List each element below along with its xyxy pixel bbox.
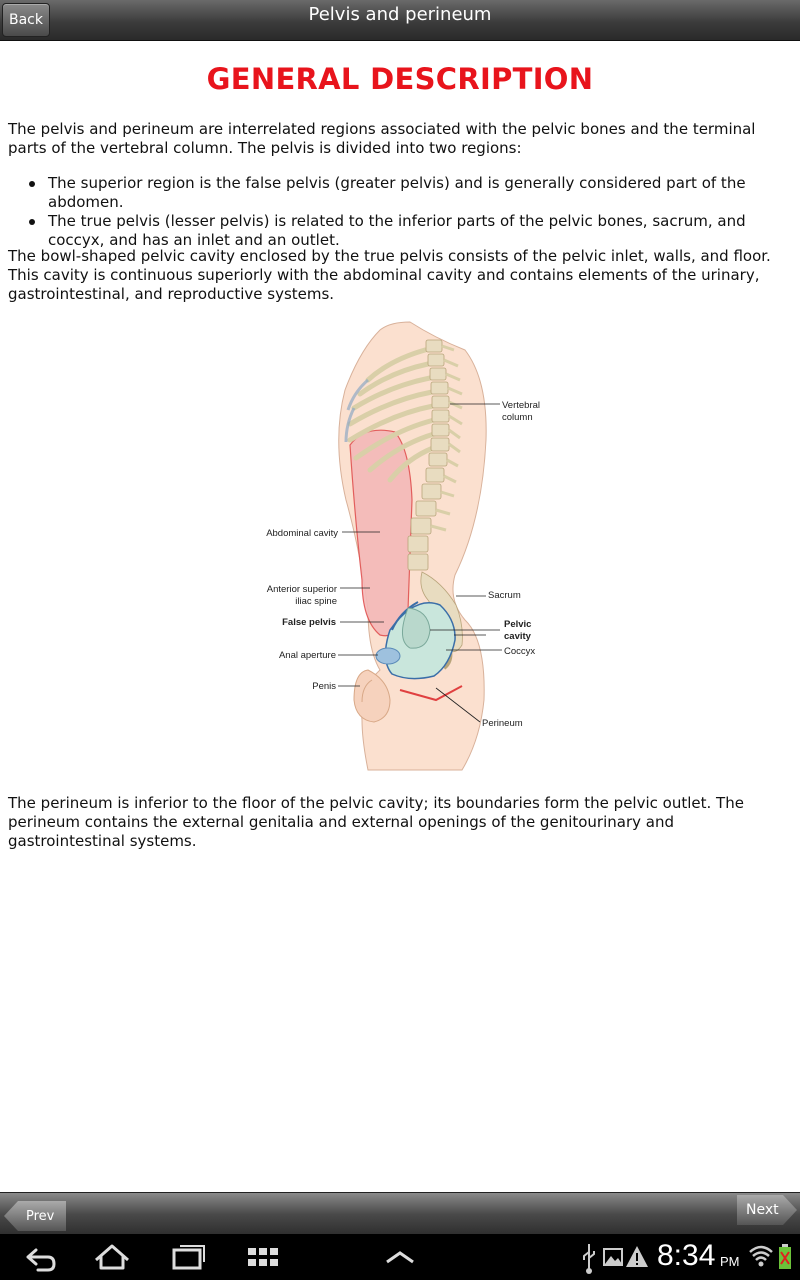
- pelvic-cavity-paragraph: The bowl-shaped pelvic cavity enclosed b…: [8, 247, 771, 303]
- up-icon[interactable]: [383, 1234, 417, 1280]
- section-heading: GENERAL DESCRIPTION: [206, 62, 594, 96]
- bottom-nav-bar: Prev Next: [0, 1192, 800, 1235]
- label-false-pelvis: False pelvis: [282, 617, 336, 628]
- page-title: Pelvis and perineum: [308, 4, 492, 25]
- bullet-icon: [29, 219, 35, 225]
- bullet-text: The superior region is the false pelvis …: [48, 174, 746, 211]
- label-coccyx: Coccyx: [504, 646, 535, 657]
- battery-icon: [779, 1244, 791, 1269]
- label-pelvic-cavity-1: Pelvic: [504, 619, 531, 630]
- list-item: The superior region is the false pelvis …: [8, 174, 792, 212]
- label-asis-1: Anterior superior: [267, 584, 337, 595]
- grid-icon[interactable]: [246, 1234, 280, 1280]
- recent-apps-icon[interactable]: [168, 1234, 208, 1280]
- label-vertebral-column-2: column: [502, 412, 533, 423]
- intro-paragraph: The pelvis and perineum are interrelated…: [8, 120, 756, 157]
- usb-icon: [583, 1244, 595, 1274]
- label-abdominal-cavity: Abdominal cavity: [266, 528, 338, 539]
- bullet-list: The superior region is the false pelvis …: [8, 174, 792, 250]
- next-button[interactable]: Next: [737, 1195, 797, 1225]
- warning-icon: [626, 1246, 648, 1267]
- list-item: The true pelvis (lesser pelvis) is relat…: [8, 212, 792, 250]
- label-sacrum: Sacrum: [488, 590, 521, 601]
- back-icon[interactable]: [20, 1234, 60, 1280]
- label-asis-2: iliac spine: [295, 596, 337, 607]
- gallery-icon: [603, 1248, 623, 1266]
- prev-button[interactable]: Prev: [4, 1201, 66, 1231]
- wifi-icon: [749, 1245, 773, 1267]
- bullet-icon: [29, 181, 35, 187]
- label-vertebral-column: Vertebral: [502, 400, 540, 411]
- label-pelvic-cavity-2: cavity: [504, 631, 532, 642]
- label-penis: Penis: [312, 681, 336, 692]
- content-area[interactable]: GENERAL DESCRIPTION The pelvis and perin…: [0, 40, 800, 1190]
- back-button[interactable]: Back: [2, 3, 50, 37]
- label-perineum: Perineum: [482, 718, 523, 729]
- clock-time: 8:34: [657, 1239, 716, 1272]
- clock-ampm: PM: [720, 1254, 740, 1269]
- perineum-paragraph: The perineum is inferior to the floor of…: [8, 794, 744, 850]
- pelvis-illustration: Vertebral column Abdominal cavity Anteri…: [266, 321, 540, 771]
- home-icon[interactable]: [92, 1234, 132, 1280]
- label-anal-aperture: Anal aperture: [279, 650, 336, 661]
- top-bar: Back Pelvis and perineum: [0, 0, 800, 41]
- bullet-text: The true pelvis (lesser pelvis) is relat…: [48, 212, 746, 249]
- system-bar: 8:34 PM: [0, 1234, 800, 1280]
